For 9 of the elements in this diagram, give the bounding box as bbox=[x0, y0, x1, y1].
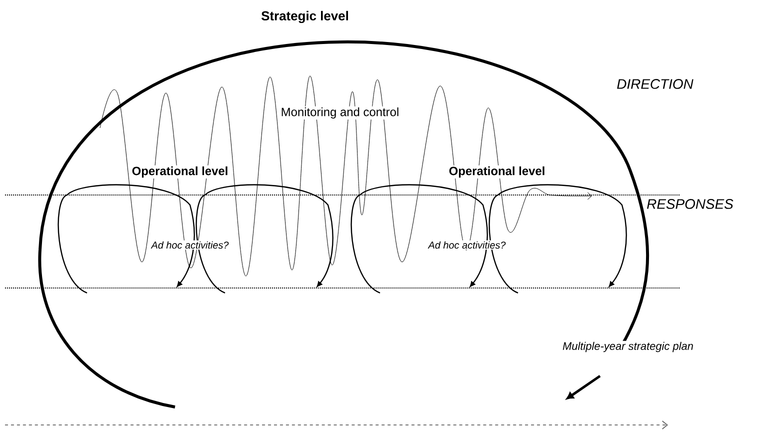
label-text: Ad hoc activities? bbox=[427, 240, 507, 250]
label-text: RESPONSES bbox=[646, 198, 734, 210]
label-text: Operational level bbox=[130, 165, 230, 179]
label-text: DIRECTION bbox=[616, 78, 694, 90]
label-text: Operational level bbox=[448, 165, 546, 179]
title: Strategic level bbox=[261, 10, 348, 24]
label-text: Ad hoc activities? bbox=[150, 240, 230, 250]
label-text: Multiple-year strategic plan bbox=[562, 340, 694, 354]
label-text: Monitoring and control bbox=[280, 106, 400, 120]
